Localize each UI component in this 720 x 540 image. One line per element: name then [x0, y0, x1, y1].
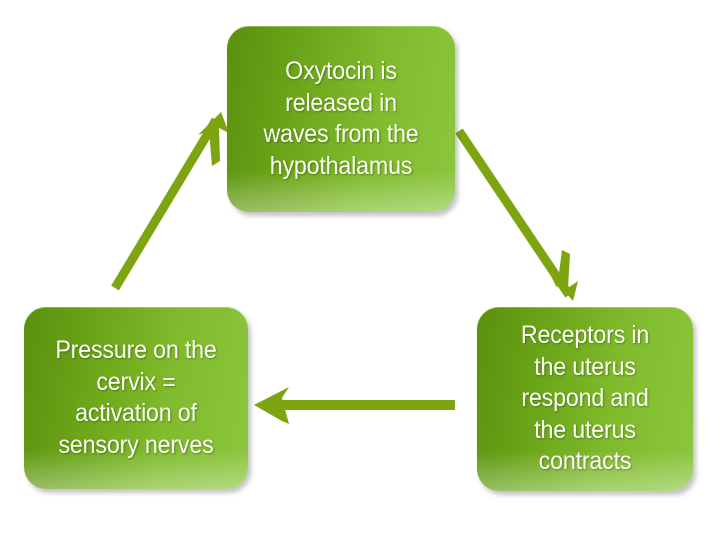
arrow-cervix-to-hypothalamus [111, 112, 229, 291]
node-label-cervix: Pressure on the cervix = activation of s… [55, 336, 217, 459]
arrow-hypothalamus-to-uterus [455, 128, 578, 301]
node-label-uterus: Receptors in the uterus respond and the … [520, 321, 650, 476]
node-box-cervix[interactable]: Pressure on the cervix = activation of s… [24, 307, 248, 489]
node-box-uterus[interactable]: Receptors in the uterus respond and the … [477, 307, 693, 491]
node-label-hypothalamus: Oxytocin is released in waves from the h… [263, 57, 419, 180]
arrow-uterus-to-cervix [254, 387, 455, 424]
node-box-hypothalamus[interactable]: Oxytocin is released in waves from the h… [227, 26, 455, 212]
